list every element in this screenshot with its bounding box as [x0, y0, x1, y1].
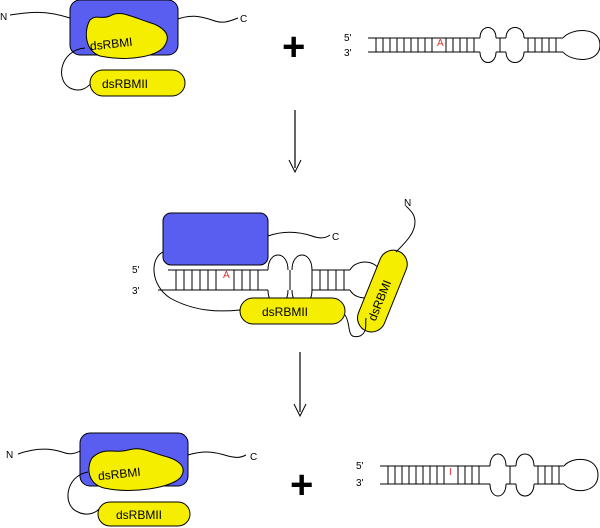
dsrbm-two-label-mid: dsRBMII: [262, 305, 308, 319]
rna-product-bottom: 5' 3' I: [356, 453, 599, 497]
n-tail-line-mid: [395, 205, 416, 253]
c-label: C: [240, 14, 247, 25]
enzyme-free-top: N C dsRBMI dsRBMII: [0, 0, 247, 97]
arrow-down-2: [293, 352, 307, 418]
linker-right-mid: [344, 314, 367, 338]
plus-sign-bottom: +: [290, 463, 313, 507]
dsrbm-one-label-bottom: dsRBMI: [97, 465, 141, 483]
rna-substrate-top: 5' 3' A: [344, 27, 600, 63]
enzyme-free-bottom: N C dsRBMI dsRBMII: [6, 432, 257, 527]
inosine-mark: I: [449, 467, 452, 478]
dsrbm-two-label-bottom: dsRBMII: [116, 508, 162, 522]
adenosine-mark: A: [437, 38, 444, 49]
n-tail-line: [9, 11, 71, 19]
c-tail-line-bottom: [187, 451, 247, 458]
c-label-bottom: C: [250, 452, 257, 463]
linker-left-mid: [153, 251, 241, 312]
dsrbm-two: [89, 69, 186, 97]
three-prime-label-mid: 3': [132, 286, 140, 297]
dsrbm-two-bottom: [97, 501, 191, 527]
dsrbm-two-label: dsRBMII: [102, 77, 148, 91]
five-prime-label: 5': [344, 33, 352, 44]
five-prime-label-mid: 5': [132, 265, 140, 276]
dsrbm-one-label: dsRBMI: [89, 35, 133, 53]
plus-sign-top: +: [282, 25, 305, 69]
dsrbm-two-mid: [239, 297, 346, 325]
adenosine-mark-mid: A: [223, 270, 230, 281]
three-prime-label-bottom: 3': [356, 478, 364, 489]
catalytic-domain-mid: [162, 212, 269, 266]
three-prime-label: 3': [344, 48, 352, 59]
n-label-bottom: N: [6, 450, 13, 461]
c-tail-line: [174, 15, 239, 23]
n-label-mid: N: [404, 198, 411, 209]
arrow-down-1: [288, 110, 302, 174]
n-tail-line-bottom: [17, 448, 83, 455]
c-label-mid: C: [332, 232, 339, 243]
five-prime-label-bottom: 5': [356, 461, 364, 472]
c-tail-line-mid: [267, 231, 331, 239]
linker-line-bottom: [67, 471, 101, 515]
dsrbm-one-mid: [357, 249, 408, 333]
linker-line: [61, 47, 93, 91]
enzyme-rna-complex: 5' 3' A C dsRBMII dsRBMI: [132, 198, 416, 338]
n-label: N: [0, 12, 7, 23]
dsrbm-one: [85, 13, 168, 59]
dsrbm-one-bottom: [88, 448, 184, 491]
rna-bound: 5' 3' A: [132, 254, 383, 306]
